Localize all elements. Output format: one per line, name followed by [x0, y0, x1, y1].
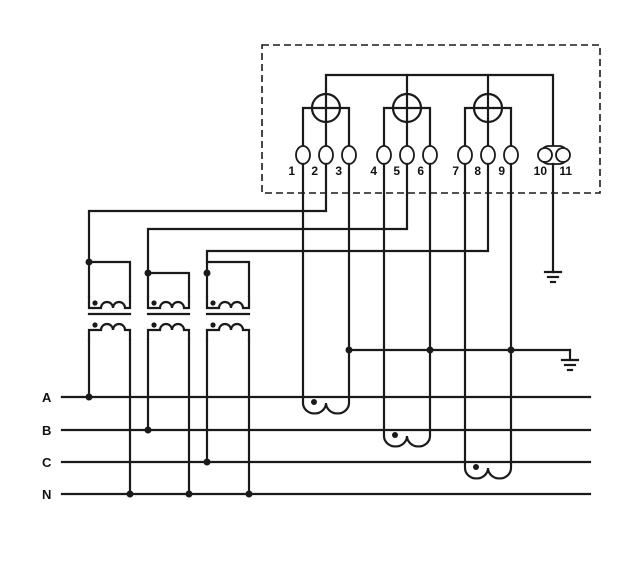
phase-label-n: N: [42, 487, 51, 502]
terminal-4: [376, 145, 392, 165]
terminal-1: [295, 145, 311, 165]
ground-icon: [560, 358, 580, 372]
current-transformer-icon: [463, 462, 513, 480]
junction-dot: [426, 346, 434, 354]
phase-label-a: A: [42, 390, 52, 405]
terminal-6: [422, 145, 438, 165]
junction-dot: [203, 458, 211, 466]
terminal-9: [503, 145, 519, 165]
meter-element-icon: [463, 92, 513, 148]
terminal-label: 1: [288, 164, 295, 178]
junction-dot: [144, 269, 152, 277]
junction-dot: [345, 346, 353, 354]
current-transformer-icon: [301, 397, 351, 415]
terminal-7: [457, 145, 473, 165]
vt1-top-link: [87, 260, 132, 298]
terminal-label: 6: [417, 164, 424, 178]
terminal-labels: 1 2 3 4 5 6 7 8 9 10 11: [288, 164, 572, 178]
voltage-transformer-icon: [146, 296, 191, 340]
junction-dot: [507, 346, 515, 354]
terminal-label: 11: [559, 164, 572, 178]
voltage-wire-b: [146, 162, 409, 298]
terminal-label: 3: [335, 164, 342, 178]
terminal-block: [295, 145, 571, 165]
meter-element-icon: [382, 92, 432, 148]
vt3-top-link: [205, 260, 251, 298]
voltage-transformer-icon: [87, 296, 132, 340]
terminal-label: 8: [474, 164, 481, 178]
terminal-10: [537, 147, 553, 163]
terminal-2: [318, 145, 334, 165]
ground-icon: [543, 270, 563, 284]
terminal-label: 9: [498, 164, 505, 178]
terminal-label: 5: [393, 164, 400, 178]
terminal-11: [555, 147, 571, 163]
voltage-wire-c: [205, 162, 490, 298]
junction-dot: [245, 490, 253, 498]
terminal-3: [341, 145, 357, 165]
phase-label-c: C: [42, 455, 52, 470]
junction-dot: [144, 426, 152, 434]
terminal-5: [399, 145, 415, 165]
meter-top-bus: [324, 73, 555, 157]
junction-dot: [126, 490, 134, 498]
junction-dot: [85, 258, 93, 266]
junction-dot: [185, 490, 193, 498]
voltage-wire-a: [87, 162, 328, 298]
terminal-label: 7: [452, 164, 459, 178]
voltage-transformer-icon: [205, 296, 251, 340]
current-transformer-icon: [382, 430, 432, 448]
terminal-8: [480, 145, 496, 165]
vt2-top-link: [146, 271, 191, 298]
terminal-label: 10: [534, 164, 548, 178]
meter-element-icon: [301, 92, 351, 148]
phase-label-b: B: [42, 423, 51, 438]
terminal-label: 2: [311, 164, 318, 178]
junction-dot: [85, 393, 93, 401]
terminal-label: 4: [370, 164, 377, 178]
junction-dot: [203, 269, 211, 277]
